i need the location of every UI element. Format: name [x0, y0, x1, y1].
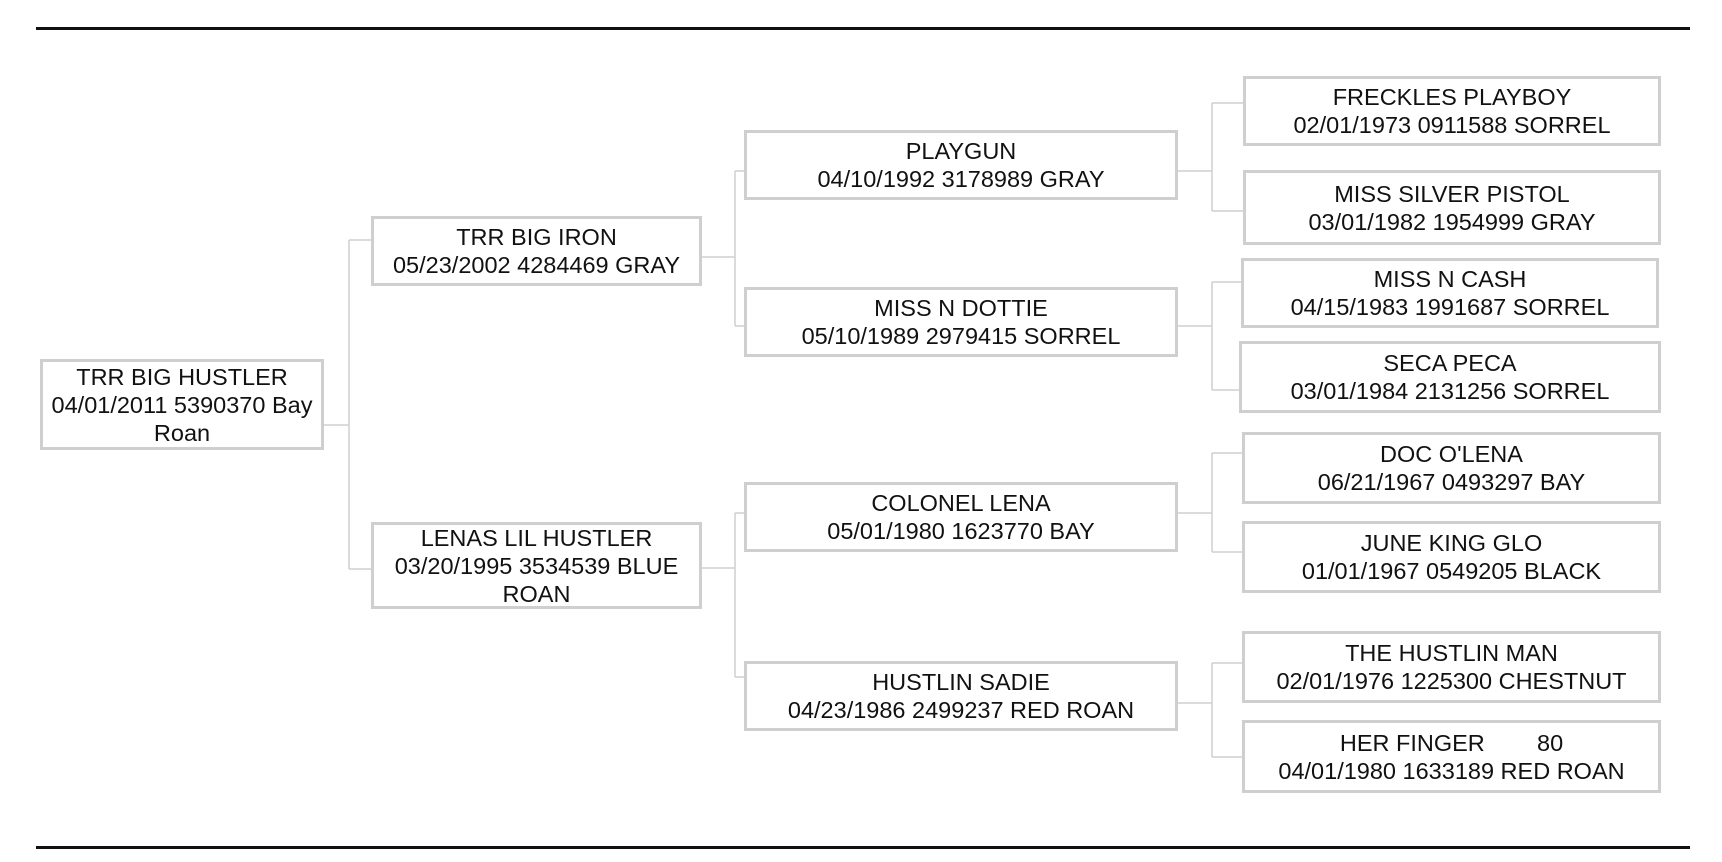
sire-name: TRR BIG IRON: [456, 224, 617, 250]
great-grandparent-box: HER FINGER 80 04/01/1980 1633189 RED ROA…: [1242, 720, 1661, 793]
great-grandparent-box: DOC O'LENA 06/21/1967 0493297 BAY: [1242, 432, 1661, 504]
great-grandparent-details: 04/01/1980 1633189 RED ROAN: [1278, 757, 1625, 784]
great-grandparent-box: MISS N CASH 04/15/1983 1991687 SORREL: [1241, 258, 1659, 328]
great-grandparent-name: THE HUSTLIN MAN: [1345, 640, 1558, 666]
great-grandparent-name: MISS SILVER PISTOL: [1334, 180, 1570, 207]
dam-dam-box: HUSTLIN SADIE 04/23/1986 2499237 RED ROA…: [744, 661, 1178, 731]
great-grandparent-box: SECA PECA 03/01/1984 2131256 SORREL: [1239, 341, 1661, 413]
sire-box: TRR BIG IRON 05/23/2002 4284469 GRAY: [371, 216, 702, 286]
great-grandparent-box: MISS SILVER PISTOL 03/01/1982 1954999 GR…: [1243, 170, 1661, 245]
dam-dam-details: 04/23/1986 2499237 RED ROAN: [787, 697, 1135, 723]
dam-box: LENAS LIL HUSTLER 03/20/1995 3534539 BLU…: [371, 522, 702, 609]
dam-name: LENAS LIL HUSTLER: [420, 524, 653, 551]
great-grandparent-details: 03/01/1982 1954999 GRAY: [1308, 208, 1596, 235]
great-grandparent-box: JUNE KING GLO 01/01/1967 0549205 BLACK: [1242, 521, 1661, 593]
great-grandparent-box: FRECKLES PLAYBOY 02/01/1973 0911588 SORR…: [1243, 76, 1661, 146]
great-grandparent-name: JUNE KING GLO: [1360, 530, 1543, 556]
dam-dam-name: HUSTLIN SADIE: [872, 669, 1050, 695]
sire-details: 05/23/2002 4284469 GRAY: [392, 252, 680, 278]
dam-details: 03/20/1995 3534539 BLUE ROAN: [394, 552, 679, 607]
dam-sire-name: COLONEL LENA: [871, 490, 1051, 516]
great-grandparent-name: MISS N CASH: [1373, 266, 1527, 292]
top-rule: [36, 27, 1690, 30]
sire-dam-details: 05/10/1989 2979415 SORREL: [801, 323, 1121, 349]
dam-sire-details: 05/01/1980 1623770 BAY: [827, 518, 1095, 544]
sire-sire-details: 04/10/1992 3178989 GRAY: [817, 166, 1105, 192]
subject-horse-details: 04/01/2011 5390370 Bay Roan: [51, 391, 313, 446]
great-grandparent-details: 06/21/1967 0493297 BAY: [1317, 469, 1586, 495]
great-grandparent-details: 04/15/1983 1991687 SORREL: [1290, 294, 1610, 320]
sire-sire-name: PLAYGUN: [905, 138, 1017, 164]
bottom-rule: [36, 846, 1690, 849]
sire-dam-name: MISS N DOTTIE: [874, 295, 1048, 321]
great-grandparent-details: 01/01/1967 0549205 BLACK: [1301, 558, 1602, 584]
great-grandparent-name: DOC O'LENA: [1380, 441, 1523, 467]
great-grandparent-name: SECA PECA: [1383, 350, 1517, 376]
sire-sire-box: PLAYGUN 04/10/1992 3178989 GRAY: [744, 130, 1178, 200]
great-grandparent-details: 03/01/1984 2131256 SORREL: [1290, 378, 1610, 404]
great-grandparent-details: 02/01/1973 0911588 SORREL: [1293, 112, 1611, 138]
great-grandparent-name: HER FINGER 80: [1339, 729, 1564, 756]
great-grandparent-box: THE HUSTLIN MAN 02/01/1976 1225300 CHEST…: [1242, 631, 1661, 703]
sire-dam-box: MISS N DOTTIE 05/10/1989 2979415 SORREL: [744, 287, 1178, 357]
great-grandparent-details: 02/01/1976 1225300 CHESTNUT: [1276, 668, 1627, 694]
great-grandparent-name: FRECKLES PLAYBOY: [1332, 84, 1572, 110]
dam-sire-box: COLONEL LENA 05/01/1980 1623770 BAY: [744, 482, 1178, 552]
subject-horse-box: TRR BIG HUSTLER 04/01/2011 5390370 Bay R…: [40, 359, 324, 450]
subject-horse-name: TRR BIG HUSTLER: [76, 363, 288, 390]
